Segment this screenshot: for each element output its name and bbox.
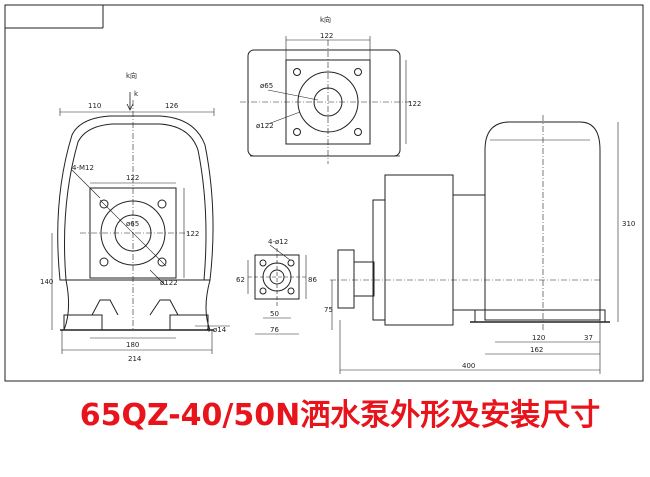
front-view — [51, 92, 230, 354]
dimension-labels: k向 k 110 126 4-M12 122 122 ø65 ø122 140 … — [40, 15, 635, 370]
dim-d65-front: ø65 — [126, 220, 139, 228]
dim-flange-62: 62 — [236, 276, 245, 284]
dim-120: 120 — [532, 334, 545, 342]
dim-310: 310 — [622, 220, 635, 228]
dim-top-122: 122 — [320, 32, 333, 40]
dim-flange-4-d12: 4-ø12 — [268, 238, 288, 246]
dim-126: 126 — [165, 102, 179, 110]
side-view — [330, 115, 619, 374]
dim-180: 180 — [126, 341, 139, 349]
dim-flange-76: 76 — [270, 326, 279, 334]
outlet-flange-view — [247, 244, 307, 335]
dim-top-122-vertical: 122 — [408, 100, 421, 108]
dim-flange-86: 86 — [308, 276, 317, 284]
dim-140: 140 — [40, 278, 53, 286]
k-view-label: k向 — [126, 71, 137, 80]
dim-75: 75 — [324, 306, 333, 314]
drawing-frame — [4, 4, 644, 382]
view-k-title: k向 — [320, 15, 331, 24]
drawing-caption: 65QZ-40/50N洒水泵外形及安装尺寸 — [79, 398, 601, 433]
dim-214: 214 — [128, 355, 142, 363]
dim-122-top: 122 — [126, 174, 139, 182]
dim-d122-front: ø122 — [160, 279, 178, 287]
dim-162: 162 — [530, 346, 543, 354]
k-direction-view — [240, 36, 412, 164]
dim-top-d65: ø65 — [260, 82, 273, 90]
dim-4-d14: 4-ø14 — [206, 326, 227, 334]
dim-flange-50: 50 — [270, 310, 279, 318]
dim-4-m12: 4-M12 — [72, 164, 94, 172]
dim-top-d122: ø122 — [256, 122, 274, 130]
dim-122-vertical: 122 — [186, 230, 199, 238]
k-arrow-label: k — [134, 90, 139, 98]
dim-110: 110 — [88, 102, 101, 110]
dim-400: 400 — [462, 362, 475, 370]
dim-37: 37 — [584, 334, 593, 342]
